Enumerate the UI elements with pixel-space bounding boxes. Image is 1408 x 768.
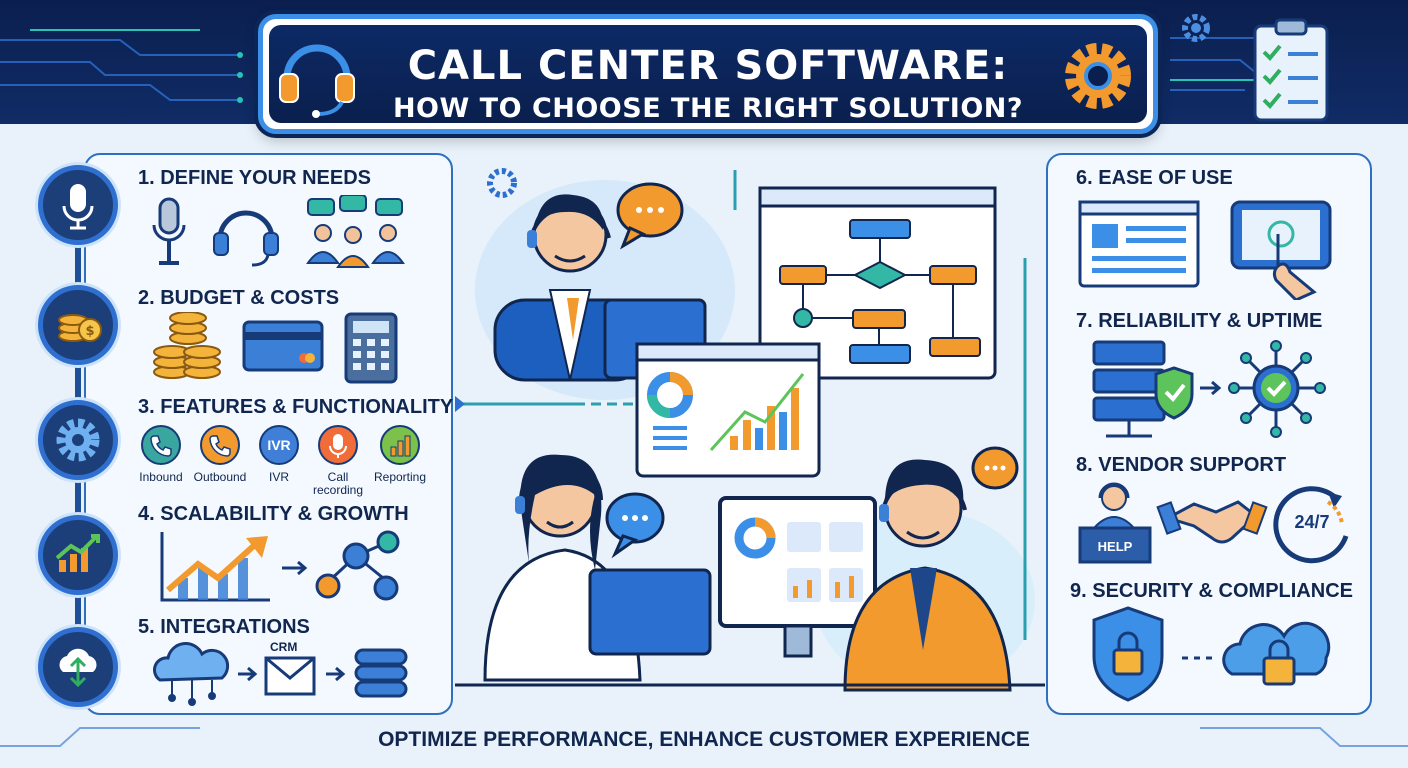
section-scalability-title: 4. SCALABILITY & GROWTH [138, 503, 409, 525]
settings-gear-icon [1065, 43, 1131, 109]
section-reliability-title: 7. RELIABILITY & UPTIME [1076, 310, 1323, 332]
footer-slogan: OPTIMIZE PERFORMANCE, ENHANCE CUSTOMER E… [378, 728, 1030, 751]
feature-ivr-label: IVR [268, 470, 289, 484]
handshake-icon [1156, 500, 1268, 544]
svg-text:$: $ [85, 324, 94, 339]
database-icon [354, 648, 408, 698]
section-budget-title: 2. BUDGET & COSTS [138, 287, 340, 309]
section-security-title: 9. SECURITY & COMPLIANCE [1070, 580, 1353, 602]
budget-illustration [153, 312, 398, 384]
ease-of-use-illustration [1078, 200, 1332, 300]
envelope-icon [264, 656, 316, 696]
microphone-circle [38, 165, 118, 245]
clock-24-7-icon [1273, 486, 1349, 564]
title-inner: CALL CENTER SOFTWARE: HOW TO CHOOSE THE … [269, 25, 1147, 124]
center-illustration [455, 168, 1045, 692]
speech-bubble-blue-icon [605, 492, 665, 559]
dashboard-monitor [718, 496, 877, 658]
cloud-sync-icon [59, 648, 97, 688]
support-hours-label: 24/7 [1294, 512, 1330, 532]
arrow-right-icon [1200, 380, 1222, 396]
agent-woman [483, 454, 712, 682]
clipboard-checklist-icon [1253, 18, 1329, 122]
app-window-icon [1078, 200, 1200, 288]
network-hub-check-icon [1228, 340, 1326, 438]
gear-icon [56, 418, 100, 462]
feature-inbound-label: Inbound [139, 470, 183, 484]
section-ease-of-use-title: 6. EASE OF USE [1076, 167, 1233, 189]
coins-icon: $ [58, 314, 102, 342]
feature-outbound-label: Outbound [193, 470, 247, 484]
studio-microphone-icon [152, 197, 186, 265]
gear-circle [38, 400, 118, 480]
network-people-icon [315, 530, 400, 601]
agent-man-top [493, 194, 707, 382]
cloud-circle [38, 627, 118, 707]
feature-reporting-label: Reporting [373, 470, 427, 484]
feature-call-recording-icon [318, 425, 358, 465]
speech-bubble-orange-icon [616, 182, 684, 250]
section-define-needs-title: 1. DEFINE YOUR NEEDS [138, 167, 372, 189]
arrow-right-icon [455, 396, 465, 412]
small-gear-icon [1182, 14, 1210, 42]
speech-bubble-small-icon [971, 446, 1019, 490]
growth-circle [38, 515, 118, 595]
phone-icon [150, 435, 172, 457]
page-subtitle: HOW TO CHOOSE THE RIGHT SOLUTION? [392, 93, 1024, 124]
touch-tablet-icon [1230, 200, 1332, 300]
growth-arrow-chart-icon [160, 532, 270, 602]
feature-outbound-icon [200, 425, 240, 465]
security-illustration [1092, 606, 1331, 702]
scalability-illustration [160, 530, 400, 602]
page-title: CALL CENTER SOFTWARE: [407, 43, 1009, 89]
coins-circle: $ [38, 285, 118, 365]
cloud-network-icon [153, 642, 230, 706]
headphones-icon [213, 210, 279, 267]
help-desk-icon [1078, 482, 1152, 564]
crm-label: CRM [270, 640, 298, 654]
shield-check-icon [1154, 366, 1194, 420]
define-needs-illustration [152, 195, 405, 268]
arrow-right-icon [238, 666, 258, 682]
microphone-icon [329, 434, 347, 458]
agent-man-right [843, 459, 1012, 692]
bar-chart-icon [390, 435, 411, 457]
calculator-icon [344, 312, 398, 384]
feature-reporting-icon [380, 425, 420, 465]
arrow-right-icon [282, 560, 308, 576]
circuit-decoration [0, 29, 1303, 103]
analytics-window [635, 342, 821, 478]
mini-gear-icon [487, 168, 517, 198]
feature-inbound-icon [141, 425, 181, 465]
feature-call-recording-label: Call recording [312, 470, 364, 497]
cloud-lock-icon [1222, 621, 1331, 686]
headset-icon [279, 44, 355, 118]
phone-outgoing-icon [209, 435, 231, 457]
server-rack-icon [1092, 340, 1166, 422]
flowchart-window [758, 186, 997, 380]
section-integrations-title: 5. INTEGRATIONS [138, 616, 310, 638]
vendor-support-illustration [1078, 482, 1349, 564]
team-people-icon [306, 195, 405, 268]
title-box: CALL CENTER SOFTWARE: HOW TO CHOOSE THE … [258, 14, 1158, 134]
footer-circuit-decoration [0, 727, 1408, 747]
section-features-title: 3. FEATURES & FUNCTIONALITY [138, 396, 454, 418]
reliability-illustration [1092, 340, 1326, 438]
shield-lock-icon [1092, 606, 1164, 702]
credit-card-icon [242, 320, 324, 372]
help-desk-label: HELP [1097, 539, 1133, 554]
coin-stack-icon [153, 312, 221, 379]
arrow-right-icon [326, 666, 346, 682]
microphone-icon [62, 184, 94, 230]
integrations-illustration [153, 642, 408, 706]
section-vendor-support-title: 8. VENDOR SUPPORT [1076, 454, 1287, 476]
growth-chart-icon [55, 534, 100, 572]
feature-ivr-badge: IVR [259, 425, 299, 465]
